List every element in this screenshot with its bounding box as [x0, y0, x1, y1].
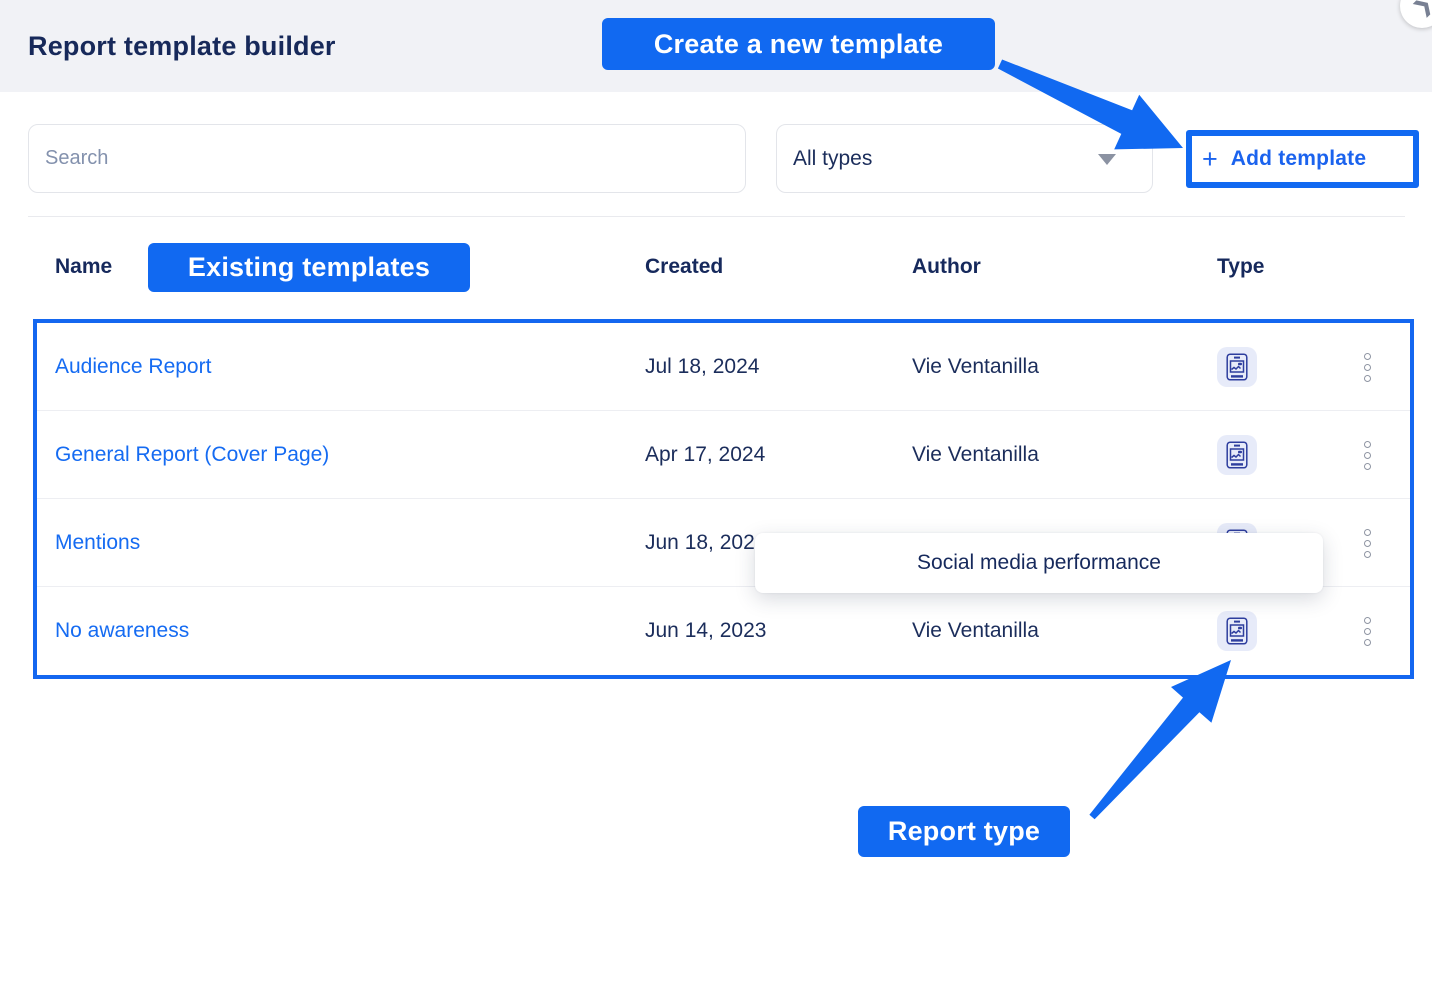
template-name-link[interactable]: General Report (Cover Page): [55, 443, 330, 466]
plus-icon: +: [1202, 143, 1218, 174]
author-name: Vie Ventanilla: [912, 355, 1039, 378]
created-date: Jun 18, 2024: [645, 531, 767, 554]
type-filter-value: All types: [793, 146, 873, 170]
annotation-text: Report type: [887, 816, 1041, 846]
annotation-text: Create a new template: [653, 28, 944, 59]
template-name-link[interactable]: Mentions: [55, 531, 141, 554]
report-type-icon[interactable]: [1217, 611, 1257, 651]
table-row: No awareness Jun 14, 2023 Vie Ventanilla: [37, 587, 1410, 675]
chevron-down-icon: [1098, 154, 1116, 165]
annotation-report-type: Report type: [858, 806, 1070, 857]
table-row: Audience Report Jul 18, 2024 Vie Ventani…: [37, 323, 1410, 411]
report-type-icon[interactable]: [1217, 347, 1257, 387]
author-name: Vie Ventanilla: [912, 443, 1039, 466]
arrow-to-report-type-icon: [1089, 660, 1231, 820]
templates-table: Audience Report Jul 18, 2024 Vie Ventani…: [33, 319, 1414, 679]
column-header-name: Name: [55, 255, 113, 278]
template-name-link[interactable]: No awareness: [55, 619, 190, 642]
column-header-type: Type: [1217, 255, 1265, 278]
row-menu-kebab-icon[interactable]: [1357, 348, 1377, 386]
table-row: General Report (Cover Page) Apr 17, 2024…: [37, 411, 1410, 499]
annotation-text: Existing templates: [187, 252, 431, 282]
type-tooltip: Social media performance: [755, 533, 1323, 593]
type-tooltip-text: Social media performance: [917, 551, 1161, 574]
chevron-right-icon: ❯: [1410, 0, 1432, 20]
annotation-create-new-template: Create a new template: [602, 18, 995, 70]
toolbar-divider: [28, 216, 1405, 217]
report-type-icon[interactable]: [1217, 435, 1257, 475]
page-header: Report template builder: [0, 0, 1432, 92]
row-menu-kebab-icon[interactable]: [1357, 436, 1377, 474]
add-template-button[interactable]: + Add template: [1202, 143, 1367, 174]
annotation-existing-templates: Existing templates: [148, 243, 470, 292]
template-name-link[interactable]: Audience Report: [55, 355, 212, 378]
type-filter-dropdown[interactable]: All types: [776, 124, 1153, 193]
search-input[interactable]: [29, 125, 745, 192]
row-menu-kebab-icon[interactable]: [1357, 612, 1377, 650]
row-menu-kebab-icon[interactable]: [1357, 524, 1377, 562]
created-date: Jun 14, 2023: [645, 619, 767, 642]
column-header-created: Created: [645, 255, 724, 278]
created-date: Jul 18, 2024: [645, 355, 760, 378]
search-box: [28, 124, 746, 193]
column-header-author: Author: [912, 255, 981, 278]
add-template-annotation-box: + Add template: [1186, 130, 1419, 188]
created-date: Apr 17, 2024: [645, 443, 766, 466]
page-title: Report template builder: [28, 31, 336, 61]
author-name: Vie Ventanilla: [912, 619, 1039, 642]
add-template-label: Add template: [1230, 147, 1367, 170]
